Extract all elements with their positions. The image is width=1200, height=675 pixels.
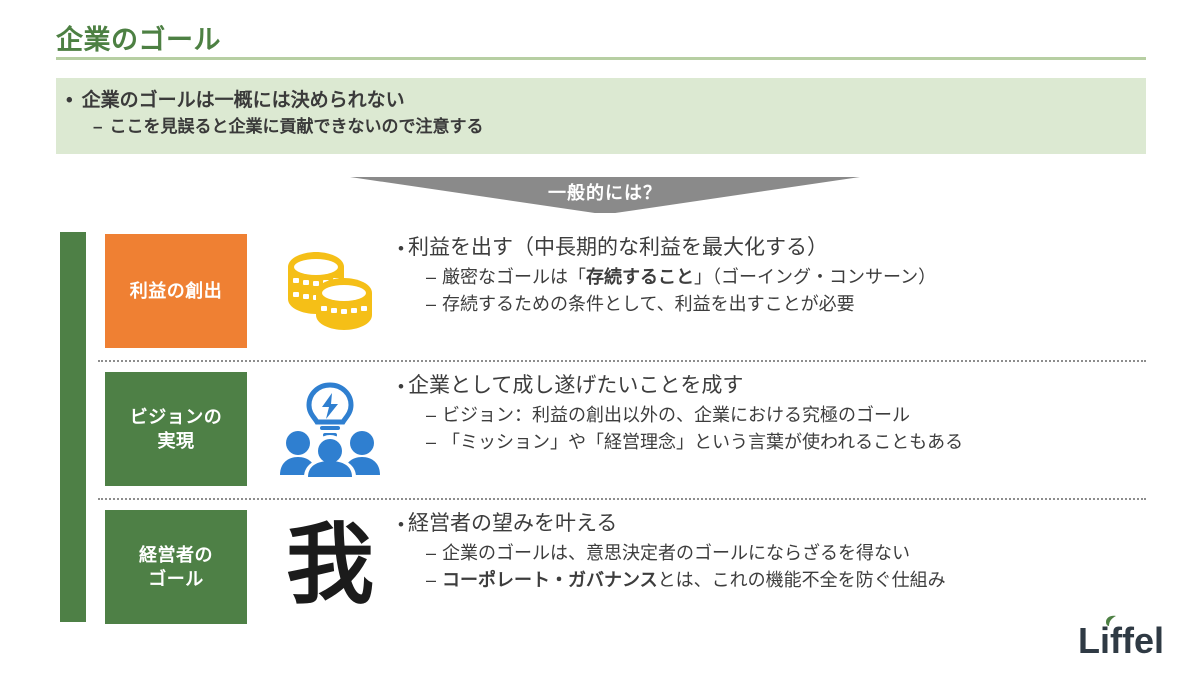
dash-icon: – — [426, 542, 437, 563]
row-body-owner: •経営者の望みを叶える –企業のゴールは、意思決定者のゴールにならざるを得ない … — [398, 508, 1146, 594]
lightbulb-people-icon — [270, 372, 390, 486]
summary-line1-text: 企業のゴールは一概には決められない — [81, 90, 405, 111]
row-label-line1: 経営者の — [139, 544, 213, 565]
row-sub-text: –厳密なゴールは「存続すること」（ゴーイング・コンサーン） — [398, 264, 1146, 291]
dash-icon: – — [93, 116, 103, 136]
dash-icon: – — [426, 431, 437, 452]
row-body-vision: •企業として成し遂げたいことを成す –ビジョン：利益の創出以外の、企業における究… — [398, 370, 1146, 456]
bullet-icon: • — [398, 377, 404, 396]
goal-row-profit: 利益の創出 — [100, 232, 1146, 350]
brand-logo: Liffel — [1078, 613, 1182, 659]
row-label-line2: 実現 — [157, 431, 195, 451]
row-sub-text: –「ミッション」や「経営理念」という言葉が使われることもある — [398, 429, 1146, 456]
row-sub-post: とは、これの機能不全を防ぐ仕組み — [657, 569, 946, 590]
row-sub-text: –ビジョン：利益の創出以外の、企業における究極のゴール — [398, 402, 1146, 429]
row-sub-pre: 企業のゴールは、意思決定者のゴールにならざるを得ない — [442, 542, 911, 563]
row-label-line2: ゴール — [148, 569, 204, 589]
summary-banner: • 企業のゴールは一概には決められない –ここを見誤ると企業に貢献できないので注意… — [56, 78, 1146, 154]
row-sub-pre: 「ミッション」や「経営理念」という言葉が使われることもある — [442, 431, 964, 452]
title-underline-rule — [56, 57, 1146, 60]
row-sub-post: 」（ゴーイング・コンサーン） — [694, 266, 937, 287]
bullet-icon: • — [398, 239, 404, 258]
leaf-icon — [1106, 615, 1116, 626]
summary-bullet-line: • 企業のゴールは一概には決められない — [66, 87, 1146, 115]
row-sub-text: –存続するための条件として、利益を出すことが必要 — [398, 291, 1146, 318]
chevron-banner: 一般的には？ — [350, 177, 860, 213]
left-accent-bar — [60, 232, 86, 622]
row-sub-text: –コーポレート・ガバナンスとは、これの機能不全を防ぐ仕組み — [398, 567, 1146, 594]
row-main-label: 経営者の望みを叶える — [407, 512, 618, 535]
dash-icon: – — [426, 569, 437, 590]
row-label-line1: ビジョンの — [129, 406, 223, 427]
brand-logo-text: Liffel — [1078, 620, 1164, 661]
row-sub-bold: コーポレート・ガバナンス — [442, 569, 658, 590]
summary-line2-text: ここを見誤ると企業に貢献できないので注意する — [109, 116, 484, 136]
kanji-ware-icon: 我 — [270, 510, 390, 624]
bullet-icon: • — [398, 515, 404, 534]
row-main-label: 利益を出す（中長期的な利益を最大化する） — [407, 236, 828, 259]
row-main-text: •利益を出す（中長期的な利益を最大化する） — [398, 232, 1146, 264]
page-title: 企業のゴール — [56, 25, 221, 55]
row-label-line1: 利益の創出 — [129, 280, 223, 301]
dash-icon: – — [426, 404, 437, 425]
row-sub-text: –企業のゴールは、意思決定者のゴールにならざるを得ない — [398, 540, 1146, 567]
row-sub-bold: 存続すること — [586, 266, 695, 287]
row-main-text: •経営者の望みを叶える — [398, 508, 1146, 540]
row-sub-pre: 厳密なゴールは「 — [442, 266, 587, 287]
row-sub-pre: ビジョン：利益の創出以外の、企業における究極のゴール — [442, 404, 911, 425]
row-body-profit: •利益を出す（中長期的な利益を最大化する） –厳密なゴールは「存続すること」（ゴ… — [398, 232, 1146, 318]
goal-row-vision: ビジョンの 実現 — [100, 370, 1146, 488]
row-label-box-vision: ビジョンの 実現 — [105, 372, 247, 486]
dash-icon: – — [426, 266, 437, 287]
row-main-label: 企業として成し遂げたいことを成す — [407, 374, 744, 397]
bullet-icon: • — [66, 90, 73, 111]
row-divider — [98, 498, 1146, 500]
row-sub-pre: 存続するための条件として、利益を出すことが必要 — [442, 293, 855, 314]
row-label-box-profit: 利益の創出 — [105, 234, 247, 348]
row-main-text: •企業として成し遂げたいことを成す — [398, 370, 1146, 402]
chevron-banner-label: 一般的には？ — [548, 183, 662, 203]
summary-subbullet-line: –ここを見誤ると企業に貢献できないので注意する — [66, 115, 1146, 140]
goal-row-owner: 経営者の ゴール 我 •経営者の望みを叶える –企業のゴールは、意思決定者のゴー… — [100, 508, 1146, 626]
gold-coins-icon — [270, 234, 390, 348]
kanji-ware-glyph: 我 — [285, 518, 374, 615]
row-label-box-owner: 経営者の ゴール — [105, 510, 247, 624]
dash-icon: – — [426, 293, 437, 314]
row-divider — [98, 360, 1146, 362]
